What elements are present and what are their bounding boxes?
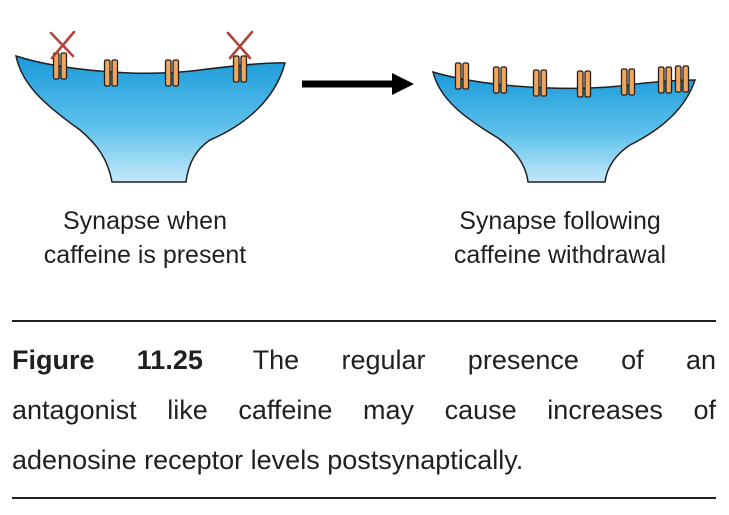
caption-line1-wrap: Figure 11.25 The regular presence of an [12, 335, 716, 385]
blocked-x-icon-2 [226, 30, 254, 60]
caption-line1: The regular presence of an [252, 345, 716, 375]
right-label-line2: caffeine withdrawal [453, 241, 667, 269]
blocked-x-icon-1 [49, 30, 76, 60]
synapse-diagram [15, 30, 697, 183]
right-label-line1: Synapse following [459, 207, 661, 235]
figure-caption: Figure 11.25 The regular presence of an … [12, 335, 716, 485]
right-panel-label: Synapse following caffeine withdrawal [404, 204, 716, 272]
caption-line2: antagonist like caffeine may cause incre… [12, 395, 716, 425]
left-panel-label: Synapse when caffeine is present [0, 204, 290, 272]
caption-line3: adenosine receptor levels postsynaptical… [12, 445, 524, 475]
left-label-line1: Synapse when [62, 207, 227, 235]
figure-label: Figure 11.25 [12, 345, 203, 375]
right-synapse-terminal [431, 62, 697, 183]
right-terminal-body [431, 70, 697, 183]
caption-top-rule [12, 320, 716, 322]
caption-bottom-rule [12, 497, 716, 499]
left-label-line2: caffeine is present [43, 241, 247, 269]
arrow-icon [302, 73, 414, 95]
left-synapse-terminal [15, 30, 286, 183]
